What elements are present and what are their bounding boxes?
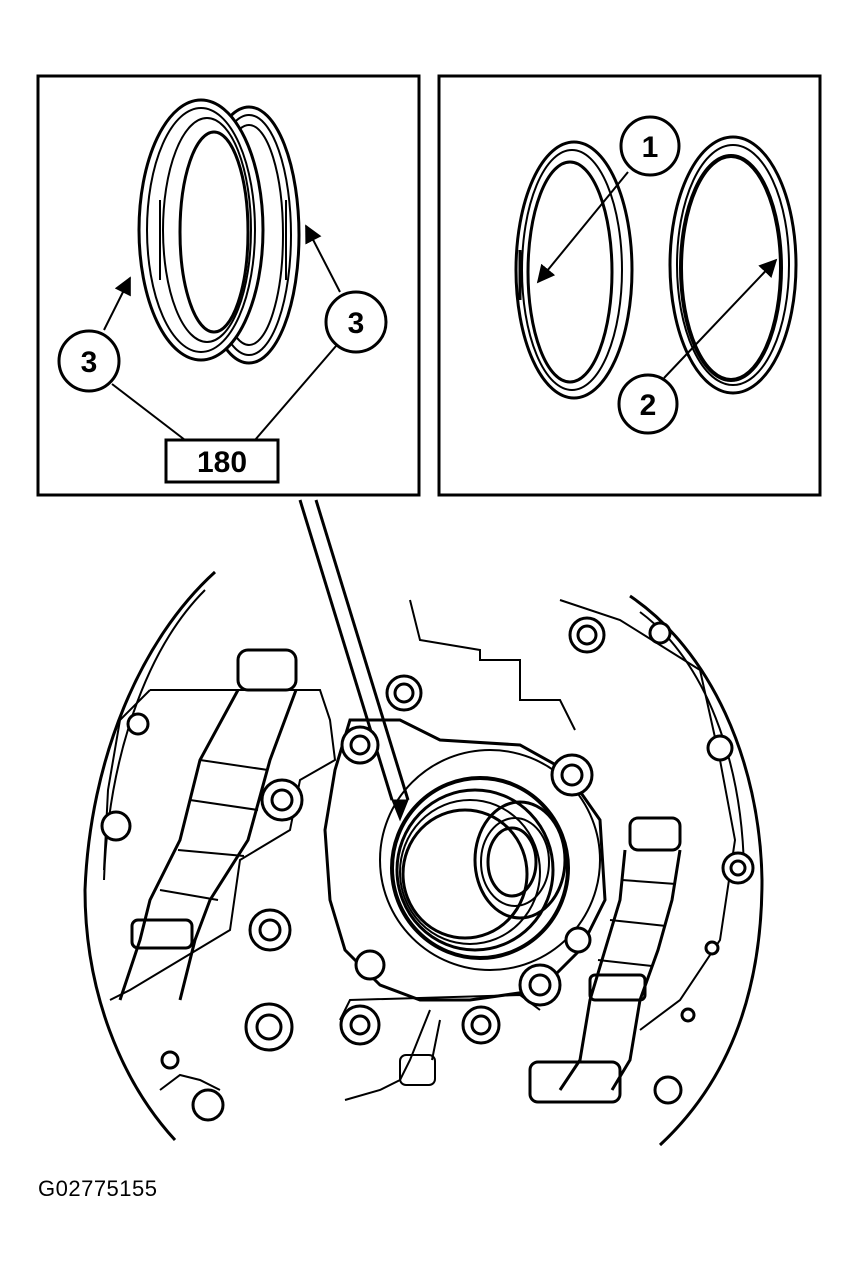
pump-assembly-illustration [83, 570, 764, 1147]
callout-3-right-arrow [305, 224, 341, 293]
callout-1-label: 1 [642, 131, 659, 164]
callout-1-arrow [536, 171, 629, 284]
ring-2-illustration [668, 135, 798, 395]
callout-2: 2 [617, 373, 679, 435]
callout-3-right: 3 [324, 290, 388, 354]
leader-line-right [254, 345, 337, 441]
left-valve-stack [118, 648, 298, 1001]
right-inset-panel: 1 2 [437, 74, 822, 497]
right-valve-stack [528, 816, 682, 1104]
figure-id-label: G02775155 [38, 1176, 158, 1201]
callout-2-arrow [663, 258, 778, 379]
callout-3-left-arrow [103, 276, 131, 331]
inset-to-assembly-leader [298, 499, 410, 822]
bolt-heads [100, 616, 755, 1122]
left-inset-panel: 3 3 180 [36, 74, 421, 497]
callout-2-label: 2 [640, 389, 657, 422]
part-number-box: 180 [164, 438, 280, 484]
leader-line-left [111, 383, 186, 441]
seal-rings-pair-illustration [137, 98, 301, 365]
callout-1: 1 [619, 115, 681, 177]
callout-3-left-label: 3 [81, 346, 98, 379]
callout-3-right-label: 3 [348, 307, 365, 340]
part-number-label: 180 [197, 446, 247, 479]
callout-3-left: 3 [57, 329, 121, 393]
ring-1-illustration [514, 140, 634, 400]
